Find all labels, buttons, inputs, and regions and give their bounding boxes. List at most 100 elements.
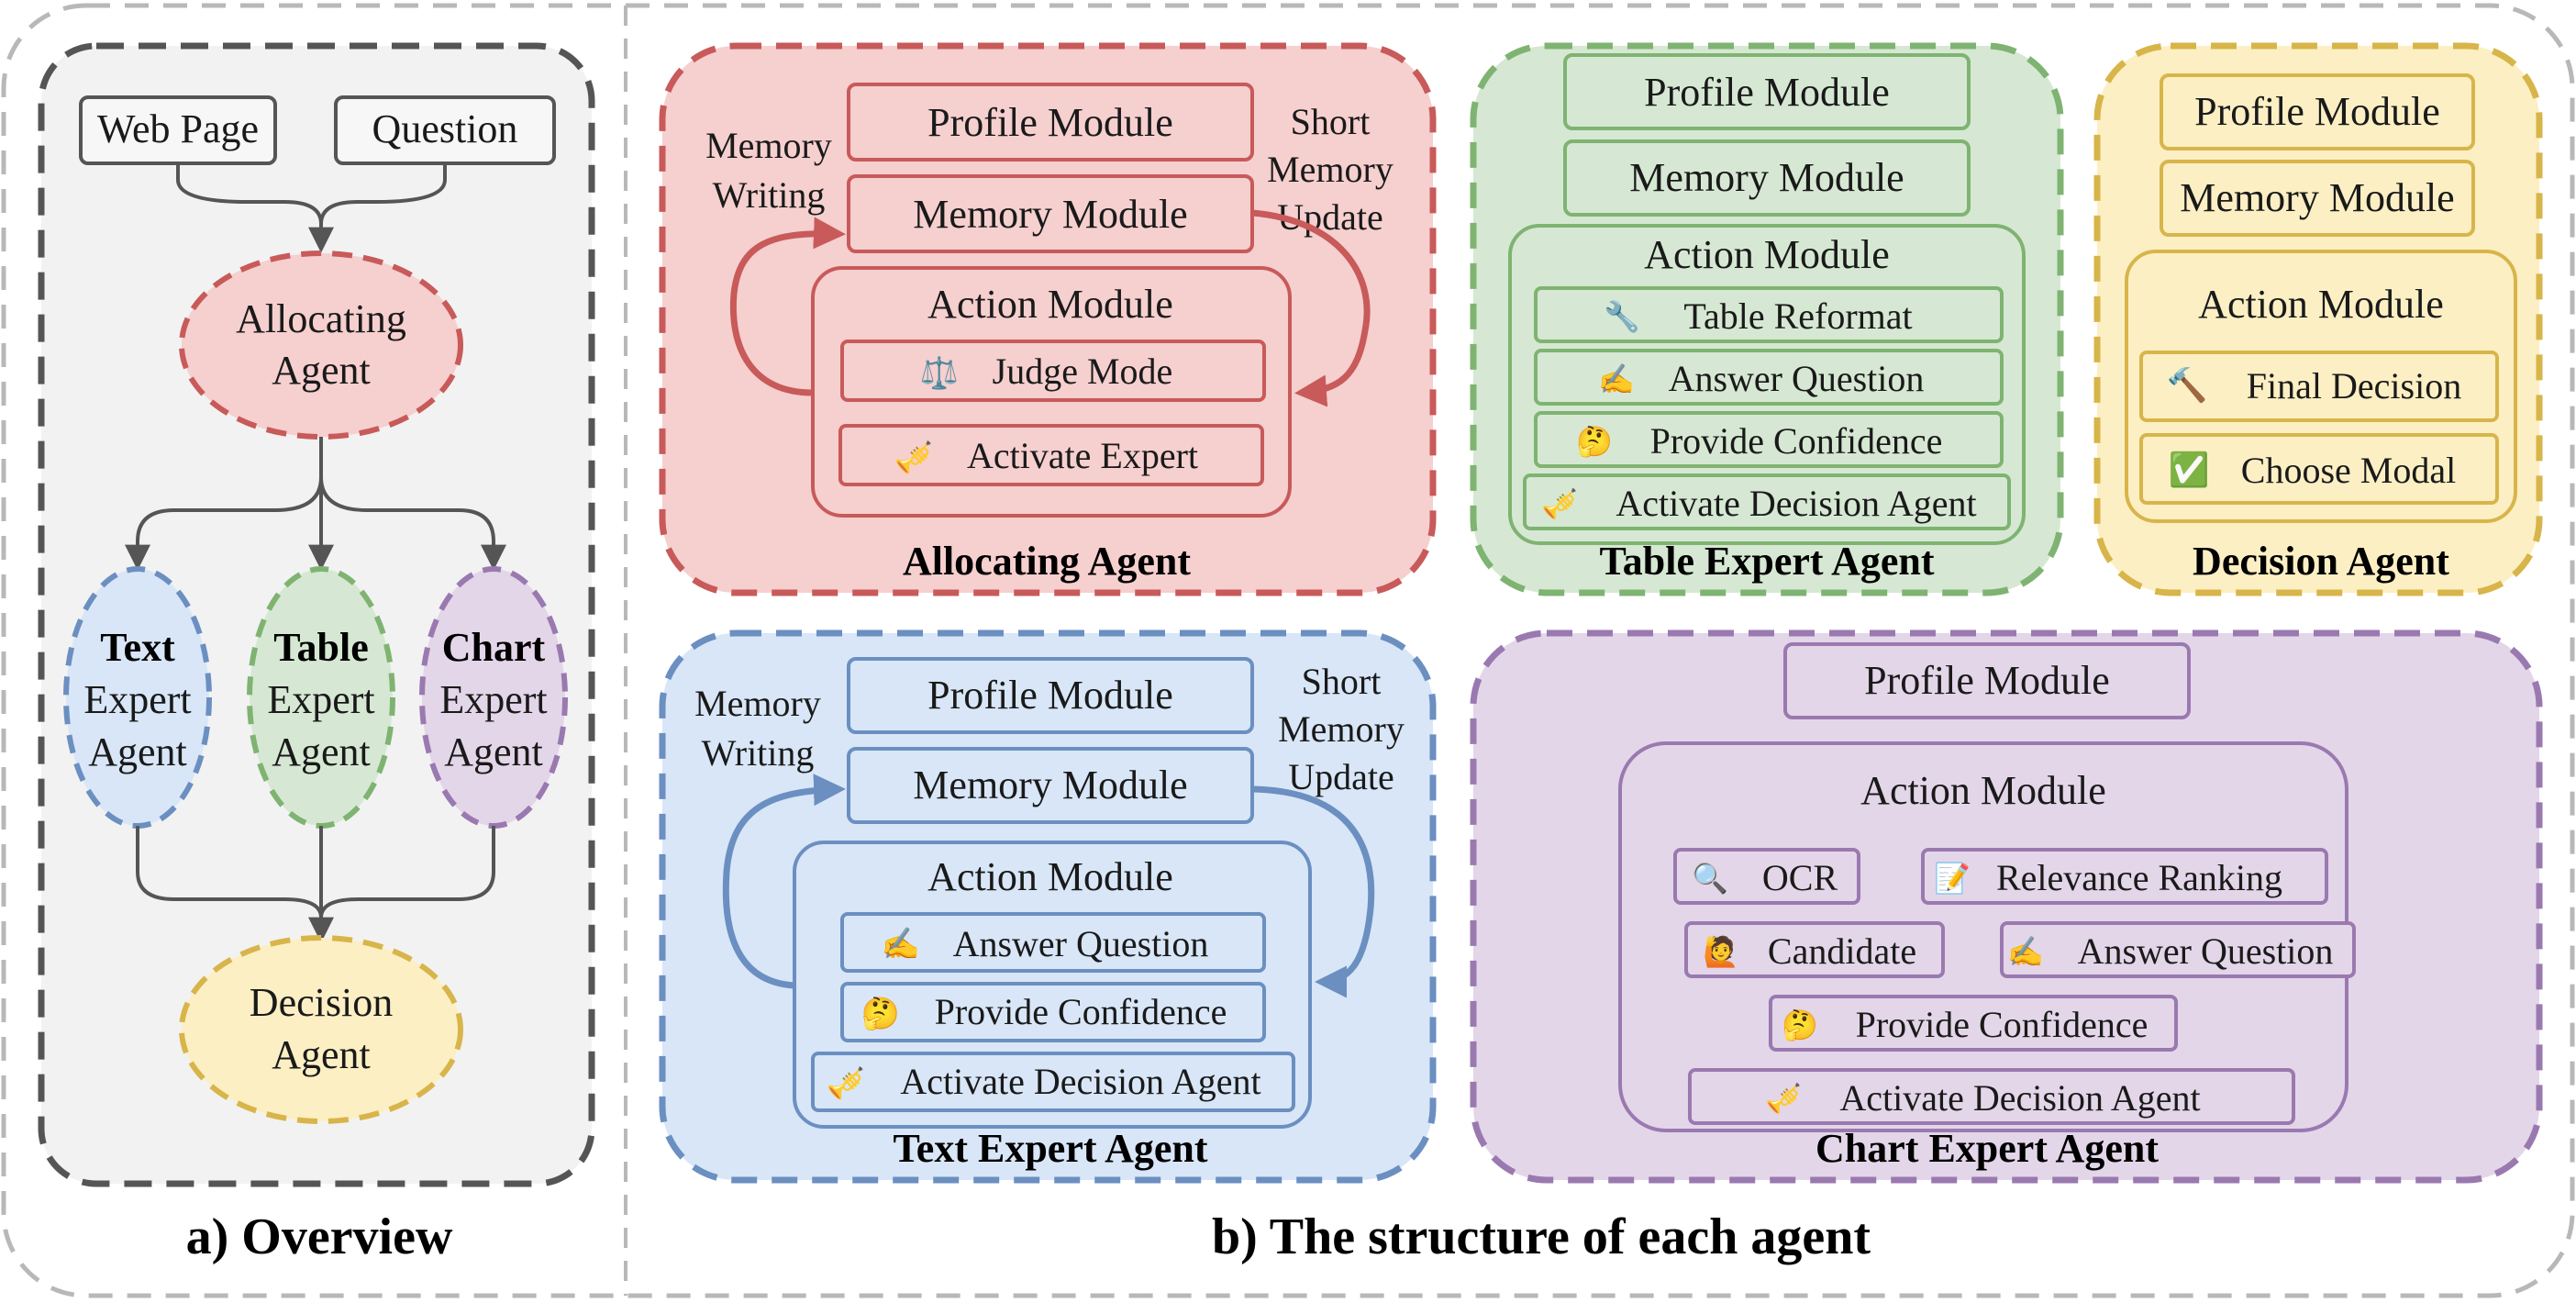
table-answer-box <box>1534 349 2004 406</box>
thinking-face-icon: 🤔 <box>861 996 900 1032</box>
table-profile-box <box>1563 53 1971 130</box>
final-decision-box <box>2139 351 2499 422</box>
chart-expert-line2: Expert <box>439 677 547 722</box>
table-memory-box <box>1563 139 1971 217</box>
ocr-label: OCR <box>1762 857 1838 898</box>
memo-icon: 📝 <box>1934 861 1971 896</box>
decision-action-label: Action Module <box>2198 282 2444 327</box>
text-memory-label: Memory Module <box>913 763 1187 807</box>
question-label: Question <box>372 106 518 151</box>
writing-hand-icon: ✍️ <box>1598 362 1635 396</box>
text-confidence-box <box>840 982 1266 1042</box>
allocating-action-label: Action Module <box>927 282 1173 327</box>
wrench-icon: 🔧 <box>1604 299 1640 334</box>
structure-caption: b) The structure of each agent <box>1212 1208 1871 1265</box>
final-decision-label: Final Decision <box>2247 365 2461 406</box>
trumpet-icon: 🎺 <box>1765 1081 1802 1116</box>
text-short-memory-3: Update <box>1288 756 1394 797</box>
text-expert-line2: Expert <box>83 677 191 722</box>
table-answer-label: Answer Question <box>1669 358 1925 399</box>
decision-memory-label: Memory Module <box>2180 175 2454 220</box>
allocating-agent-line2: Agent <box>272 348 371 393</box>
allocating-agent-node <box>179 251 463 440</box>
allocating-agent-panel: Profile Module Memory Module Memory Writ… <box>659 42 1437 596</box>
table-confidence-label: Provide Confidence <box>1650 420 1943 462</box>
input-merge-connector-right <box>319 163 447 225</box>
thinking-face-icon: 🤔 <box>1782 1008 1818 1042</box>
allocating-to-experts-connector <box>125 437 323 571</box>
raising-hand-icon: 🙋 <box>1703 934 1739 969</box>
text-answer-box <box>840 912 1266 973</box>
input-merge-connector <box>176 163 334 253</box>
table-activate-label: Activate Decision Agent <box>1616 483 1976 524</box>
chart-activate-label: Activate Decision Agent <box>1839 1077 2200 1119</box>
text-panel-title: Text Expert Agent <box>893 1126 1207 1171</box>
text-profile-label: Profile Module <box>927 673 1173 718</box>
relevance-ranking-label: Relevance Ranking <box>1996 857 2282 898</box>
decision-panel-title: Decision Agent <box>2193 539 2449 584</box>
allocating-short-memory-1: Short <box>1291 101 1371 142</box>
table-expert-panel: Profile Module Memory Module Action Modu… <box>1470 42 2064 596</box>
allocating-profile-box <box>847 83 1254 161</box>
decision-agent-line2: Agent <box>272 1032 371 1077</box>
decision-agent-panel: Profile Module Memory Module Action Modu… <box>2093 42 2543 596</box>
chart-confidence-box <box>1769 995 2178 1052</box>
chart-action-label: Action Module <box>1860 768 2106 813</box>
experts-to-decision-connector <box>136 826 334 943</box>
thinking-face-icon: 🤔 <box>1576 424 1613 459</box>
chart-profile-box <box>1783 642 2191 719</box>
text-activate-box <box>811 1052 1295 1112</box>
scales-icon: ⚖️ <box>920 355 959 392</box>
trumpet-icon: 🎺 <box>1541 486 1578 521</box>
table-activate-box <box>1523 473 2011 530</box>
judge-mode-box <box>840 340 1266 402</box>
table-reformat-box <box>1534 286 2004 343</box>
text-memory-writing-2: Writing <box>702 732 815 774</box>
chart-answer-box <box>2000 921 2356 978</box>
table-profile-label: Profile Module <box>1644 70 1890 115</box>
candidate-label: Candidate <box>1768 930 1916 972</box>
chart-expert-bold: Chart <box>442 625 546 670</box>
table-expert-line2: Expert <box>267 677 374 722</box>
table-expert-line3: Agent <box>272 729 371 774</box>
text-short-memory-update-arrow <box>1251 785 1375 998</box>
table-panel-title: Table Expert Agent <box>1599 539 1934 584</box>
table-action-label: Action Module <box>1644 232 1890 277</box>
text-memory-writing-arrow <box>722 774 846 989</box>
check-mark-icon: ✅ <box>2169 451 2210 489</box>
text-memory-writing-1: Memory <box>694 683 821 724</box>
decision-agent-line1: Decision <box>250 980 393 1025</box>
short-memory-update-arrow <box>1251 209 1371 407</box>
decision-memory-box <box>2160 160 2475 237</box>
text-memory-box <box>847 747 1254 824</box>
allocating-agent-line1: Allocating <box>236 296 406 341</box>
allocating-memory-label: Memory Module <box>913 192 1187 237</box>
allocating-short-memory-3: Update <box>1277 196 1383 238</box>
table-memory-label: Memory Module <box>1629 155 1904 200</box>
relevance-ranking-box <box>1921 848 2328 905</box>
web-page-label: Web Page <box>97 106 259 151</box>
allocating-memory-writing-1: Memory <box>705 125 832 166</box>
chart-panel-title: Chart Expert Agent <box>1815 1126 2159 1171</box>
text-activate-label: Activate Decision Agent <box>900 1061 1260 1102</box>
text-action-label: Action Module <box>927 854 1173 899</box>
table-confidence-box <box>1534 411 2004 468</box>
writing-hand-icon: ✍️ <box>2007 934 2044 969</box>
chart-answer-label: Answer Question <box>2078 930 2334 972</box>
outer-frame <box>1 3 2575 1298</box>
text-answer-label: Answer Question <box>953 923 1209 964</box>
overview-caption: a) Overview <box>186 1208 453 1265</box>
judge-mode-label: Judge Mode <box>993 351 1173 392</box>
text-expert-line3: Agent <box>88 729 187 774</box>
decision-profile-box <box>2160 73 2475 150</box>
writing-hand-icon: ✍️ <box>882 926 920 963</box>
activate-expert-label: Activate Expert <box>967 435 1198 476</box>
allocating-to-chart-connector <box>319 476 506 571</box>
allocating-panel-title: Allocating Agent <box>903 539 1191 584</box>
magnifier-icon: 🔍 <box>1692 860 1728 896</box>
overview-section: Web Page Question Allocating Agent Text … <box>38 42 595 1265</box>
text-short-memory-1: Short <box>1302 661 1382 702</box>
trumpet-icon: 🎺 <box>827 1065 865 1102</box>
decision-profile-label: Profile Module <box>2194 89 2440 134</box>
